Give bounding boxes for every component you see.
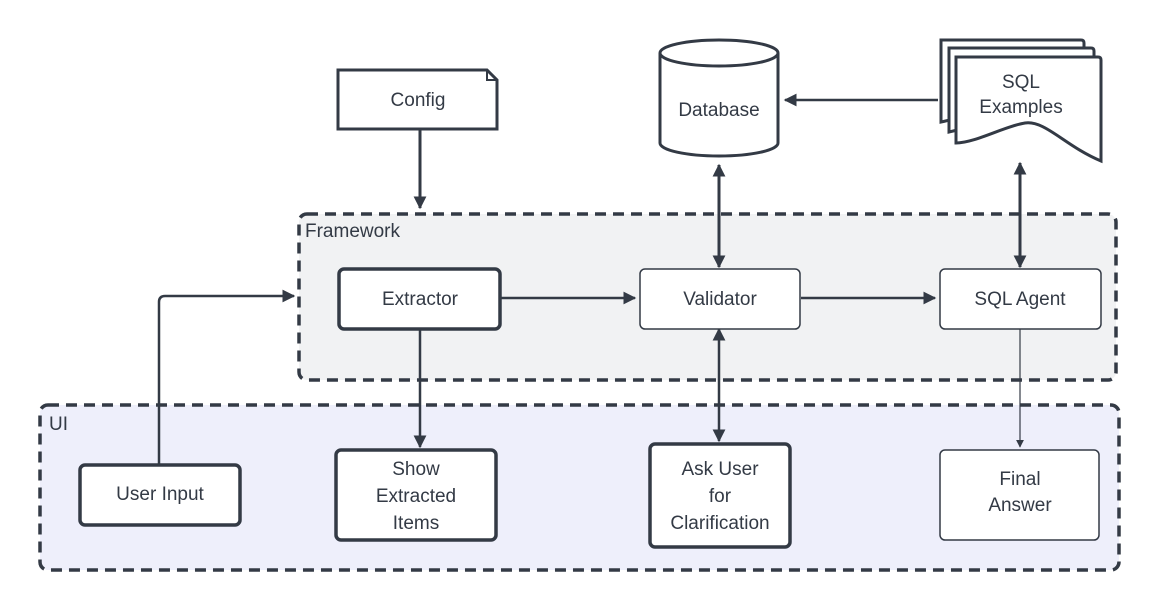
config-label: Config xyxy=(391,90,446,111)
show-extracted-items-line3: Items xyxy=(393,513,439,534)
show-extracted-items-node: Show Extracted Items xyxy=(334,448,498,542)
sql-agent-node: SQL Agent xyxy=(939,268,1102,330)
framework-group-label: Framework xyxy=(305,221,401,242)
edge-userinput-to-framework xyxy=(157,289,296,465)
ask-user-line1: Ask User xyxy=(681,459,759,480)
final-answer-line1: Final xyxy=(999,469,1040,490)
ui-group: UI xyxy=(38,403,1121,572)
validator-label: Validator xyxy=(683,289,757,310)
show-extracted-items-line1: Show xyxy=(392,459,440,480)
ask-user-line3: Clarification xyxy=(670,513,769,534)
validator-node: Validator xyxy=(639,268,801,330)
sql-examples-label-line2: Examples xyxy=(979,97,1062,118)
ui-group-label: UI xyxy=(49,414,68,435)
sql-examples-node: SQL Examples xyxy=(939,38,1103,164)
database-node: Database xyxy=(658,38,780,158)
sql-agent-label: SQL Agent xyxy=(974,289,1066,310)
connectors xyxy=(157,93,1027,465)
final-answer-line2: Answer xyxy=(988,495,1052,516)
sql-examples-label-line1: SQL xyxy=(1002,72,1040,93)
extractor-label: Extractor xyxy=(382,289,459,310)
ask-user-node: Ask User for Clarification xyxy=(648,442,792,549)
ask-user-line2: for xyxy=(709,486,732,507)
config-node: Config xyxy=(336,68,499,131)
user-input-label: User Input xyxy=(116,484,204,505)
database-label: Database xyxy=(678,100,759,121)
user-input-node: User Input xyxy=(78,463,242,527)
final-answer-node: Final Answer xyxy=(939,449,1100,541)
extractor-node: Extractor xyxy=(337,267,502,331)
show-extracted-items-line2: Extracted xyxy=(376,486,456,507)
